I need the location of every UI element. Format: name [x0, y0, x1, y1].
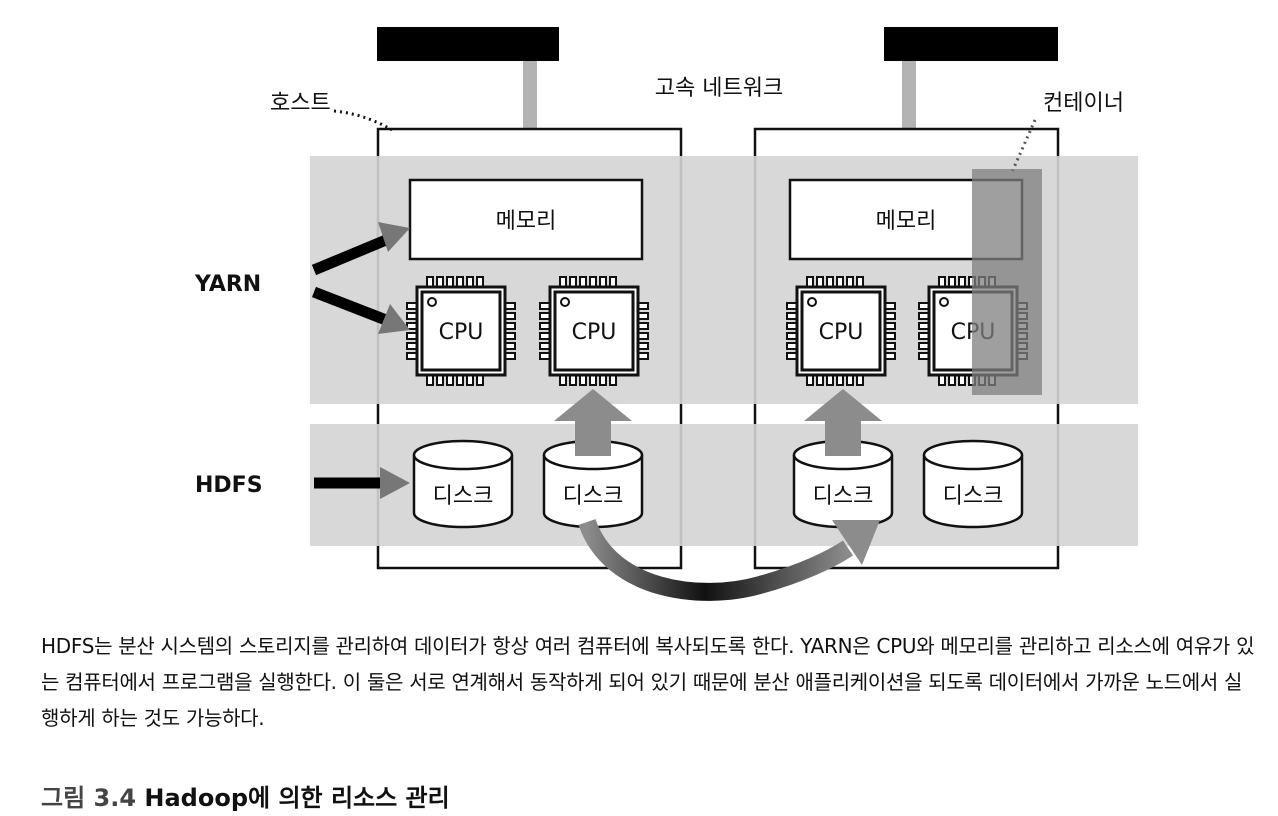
cpu-label: CPU — [819, 320, 864, 345]
disk-label: 디스크 — [433, 484, 494, 509]
host-leader — [333, 109, 393, 132]
host-label: 호스트 — [270, 91, 331, 116]
network-switch-left — [377, 27, 559, 61]
memory-label: 메모리 — [496, 209, 557, 234]
disk-to-cpu-arrow-left — [554, 389, 632, 456]
hdfs-label: HDFS — [195, 473, 263, 498]
cpu-label: CPU — [572, 320, 617, 345]
container-highlight — [972, 169, 1042, 395]
uplink-right — [902, 61, 916, 129]
uplink-left — [523, 61, 537, 129]
disk-cylinder: 디스크 — [412, 439, 514, 529]
network-switch-right — [884, 27, 1058, 61]
figure-description: HDFS는 분산 시스템의 스토리지를 관리하여 데이터가 항상 여러 컴퓨터에… — [41, 634, 1255, 730]
resource-management-diagram: 고속 네트워크 호스트 컨테이너 메모리 메모리 CPU CPU — [194, 27, 1138, 601]
disk-cylinder: 디스크 — [922, 439, 1024, 529]
cpu-chip: CPU — [539, 276, 649, 386]
yarn-to-memory-arrow — [311, 222, 410, 276]
disk-label: 디스크 — [813, 484, 874, 509]
container-label: 컨테이너 — [1043, 91, 1124, 116]
memory-label: 메모리 — [876, 209, 937, 234]
hdfs-to-disk-arrow — [314, 467, 410, 499]
cpu-chip: CPU — [406, 276, 516, 386]
figure-number: 그림 3.4 — [41, 784, 137, 812]
disk-label: 디스크 — [943, 484, 1004, 509]
yarn-to-cpu-arrow — [312, 286, 410, 334]
cpu-chip: CPU — [786, 276, 896, 386]
figure-title: Hadoop에 의한 리소스 관리 — [144, 784, 450, 812]
yarn-label: YARN — [194, 272, 261, 297]
disk-to-cpu-arrow-right — [804, 389, 882, 456]
figure-caption: 그림 3.4 Hadoop에 의한 리소스 관리 — [41, 778, 450, 813]
network-label: 고속 네트워크 — [655, 76, 783, 101]
disk-label: 디스크 — [563, 484, 624, 509]
replication-arrow — [578, 518, 853, 601]
cpu-label: CPU — [439, 320, 484, 345]
replication-arrowhead — [832, 520, 880, 565]
memory-box-left: 메모리 — [408, 178, 644, 261]
